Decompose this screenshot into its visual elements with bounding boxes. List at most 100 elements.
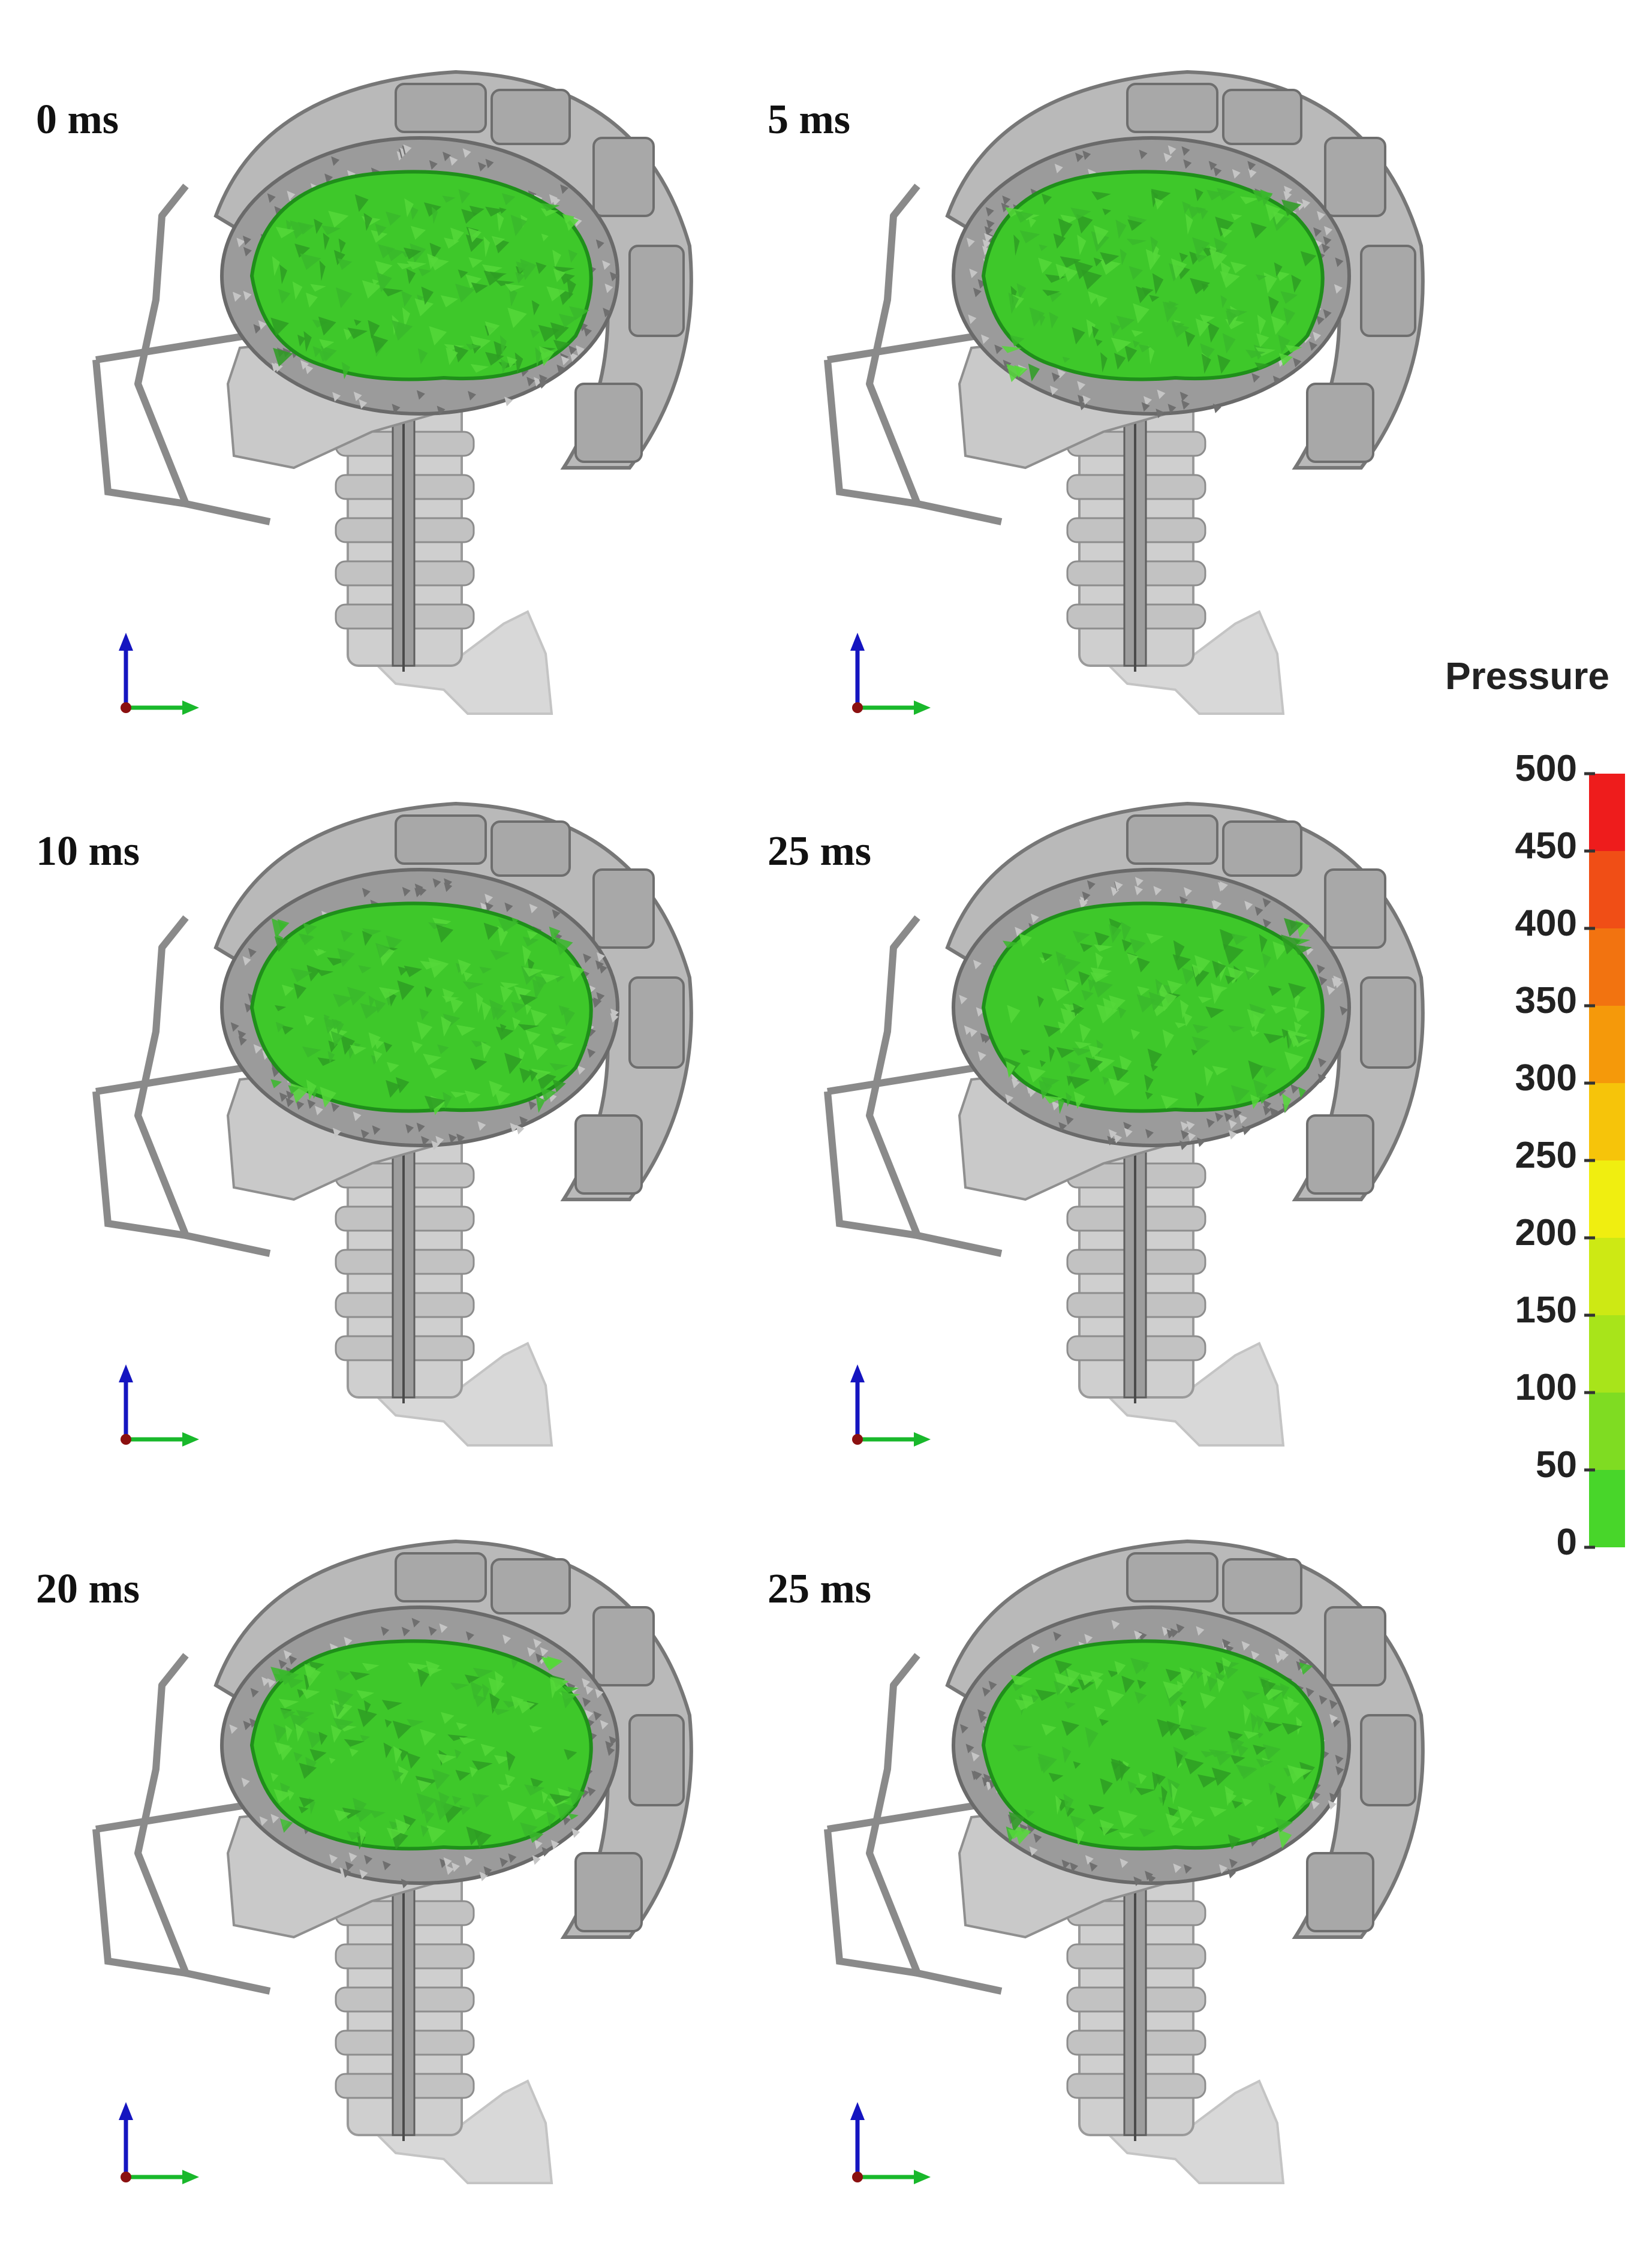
brain-facet bbox=[470, 363, 489, 373]
brain-facet bbox=[511, 1658, 518, 1669]
helmet-pad bbox=[1306, 383, 1374, 463]
axis-x bbox=[852, 1434, 863, 1445]
brain-facet bbox=[1131, 330, 1144, 337]
brain-facet bbox=[1055, 1795, 1062, 1815]
brain-facet bbox=[1207, 321, 1220, 343]
brain-facet bbox=[1191, 964, 1203, 978]
brain-facet bbox=[323, 233, 330, 251]
brain-facet bbox=[319, 260, 326, 281]
brain-facet bbox=[1051, 987, 1070, 1002]
axis-z-arrow bbox=[119, 633, 133, 651]
skull-fragment bbox=[485, 894, 494, 904]
brain-facet bbox=[421, 286, 434, 305]
skull-fragment bbox=[402, 886, 411, 897]
brain-facet bbox=[316, 969, 334, 976]
brain-facet bbox=[431, 1769, 450, 1790]
brain-facet bbox=[1039, 1060, 1046, 1068]
brain-facet bbox=[274, 936, 288, 952]
brain-facet bbox=[481, 1001, 492, 1021]
brain-facet bbox=[1062, 356, 1070, 363]
skull-fragment bbox=[331, 156, 340, 166]
skull-fragment bbox=[969, 268, 978, 278]
frame-25ms-a: 25 ms bbox=[768, 780, 1511, 1511]
brain-facet bbox=[1245, 970, 1255, 981]
brain-facet bbox=[535, 261, 547, 274]
skull-fragment bbox=[1251, 1650, 1260, 1661]
skull-fragment bbox=[1228, 1130, 1237, 1140]
skull-fragment bbox=[534, 377, 543, 387]
skull-fragment bbox=[596, 952, 605, 962]
skull-fragment bbox=[1061, 1859, 1070, 1869]
brain-facet bbox=[278, 1670, 300, 1685]
helmet-pad bbox=[1360, 976, 1416, 1069]
skull-fragment bbox=[421, 1136, 430, 1146]
brain-facet bbox=[492, 1708, 510, 1715]
brain-facet bbox=[1253, 1080, 1268, 1098]
skull-fragment bbox=[253, 1044, 262, 1054]
helmet-pad bbox=[491, 820, 571, 877]
brain-facet bbox=[504, 283, 525, 292]
brain-facet bbox=[1292, 944, 1312, 955]
legend-tick-label: 0 bbox=[1556, 1522, 1577, 1563]
skull-fragment bbox=[1053, 1631, 1062, 1641]
skull-fragment bbox=[1065, 1115, 1074, 1125]
brain-facet bbox=[1206, 1675, 1218, 1692]
skull-fragment bbox=[1251, 373, 1260, 383]
brain-facet bbox=[1179, 252, 1188, 263]
skull-fragment bbox=[1166, 1629, 1175, 1639]
facemask-bar bbox=[827, 1802, 978, 1833]
brain-facet bbox=[489, 999, 504, 1021]
brain-facet bbox=[510, 214, 527, 236]
brain-facet bbox=[378, 987, 401, 999]
brain-facet bbox=[465, 274, 482, 288]
helmet-pad bbox=[1306, 1852, 1374, 1932]
brain-facet bbox=[329, 1757, 336, 1764]
skull-fragment bbox=[353, 391, 362, 401]
skull-fragment bbox=[241, 1777, 250, 1787]
skull-fragment bbox=[982, 1687, 991, 1697]
brain-facet bbox=[441, 1712, 455, 1724]
brain-facet bbox=[1204, 1066, 1214, 1087]
skull-fragment bbox=[587, 1048, 596, 1058]
brain-facet bbox=[479, 966, 492, 974]
brain-facet bbox=[1081, 990, 1094, 1002]
brain-facet bbox=[535, 347, 541, 368]
brain-facet bbox=[384, 1719, 392, 1728]
skull-fragment bbox=[253, 324, 262, 334]
brain-facet bbox=[1003, 940, 1019, 948]
brain-facet bbox=[531, 1068, 552, 1080]
brain-facet bbox=[383, 1742, 392, 1758]
brain-facet bbox=[1250, 1030, 1260, 1037]
brain-facet bbox=[483, 236, 491, 257]
brain-facet bbox=[1257, 314, 1266, 335]
skull-fragment bbox=[236, 237, 245, 248]
helmet-pad bbox=[592, 868, 655, 949]
model-group bbox=[824, 801, 1425, 1447]
brain-facet bbox=[459, 1737, 476, 1745]
brain-facet bbox=[1150, 236, 1158, 254]
brain-facet bbox=[1085, 1057, 1103, 1073]
brain-facet bbox=[1070, 1815, 1086, 1830]
brain-facet bbox=[1220, 295, 1227, 308]
brain-facet bbox=[1116, 315, 1135, 330]
skull-fragment bbox=[1163, 152, 1172, 163]
skull-fragment bbox=[1002, 196, 1011, 206]
brain-facet bbox=[1077, 234, 1087, 255]
colorbar-segment bbox=[1589, 1160, 1625, 1238]
facemask-bar bbox=[92, 1829, 186, 1977]
helmet-pad bbox=[574, 383, 643, 463]
brain-facet bbox=[1129, 266, 1144, 280]
brain-facet bbox=[299, 1797, 315, 1808]
brain-facet bbox=[350, 1045, 367, 1055]
skull-fragment bbox=[596, 992, 605, 1002]
brain-facet bbox=[347, 987, 366, 1006]
skull-fragment bbox=[1170, 1628, 1179, 1638]
skull-fragment bbox=[348, 1852, 357, 1862]
brain-facet bbox=[483, 270, 504, 286]
skull-fragment bbox=[403, 144, 412, 154]
brain-facet bbox=[1037, 996, 1044, 1008]
skull-fragment bbox=[1206, 1118, 1215, 1128]
brain-facet bbox=[500, 982, 519, 989]
brain-facet bbox=[1039, 313, 1046, 326]
brain-facet bbox=[386, 1062, 399, 1073]
